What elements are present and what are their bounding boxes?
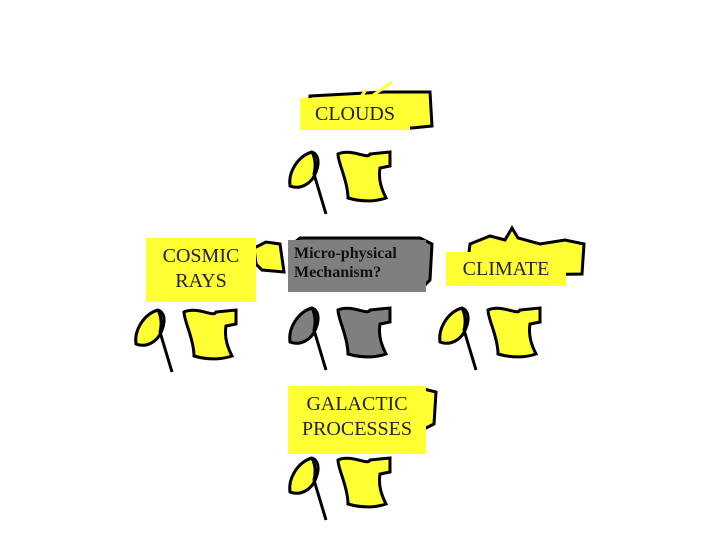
cosmic-backing-shape — [252, 240, 286, 274]
glyph-pair-center — [288, 306, 392, 372]
glyph-pair-upper — [288, 150, 392, 216]
mechanism-label-line1: Micro-physical — [294, 245, 397, 262]
mechanism-label-line2: Mechanism? — [294, 264, 382, 282]
climate-label: CLIMATE — [446, 252, 566, 286]
galactic-processes-label: GALACTIC PROCESSES — [288, 386, 426, 454]
mechanism-label: Micro-physical Mechanism? — [288, 240, 426, 292]
glyph-pair-left — [134, 308, 238, 374]
glyph-pair-right — [438, 306, 542, 372]
glyph-pair-lower — [288, 456, 392, 522]
clouds-label: CLOUDS — [300, 98, 410, 130]
cosmic-rays-label: COSMIC RAYS — [146, 238, 256, 302]
